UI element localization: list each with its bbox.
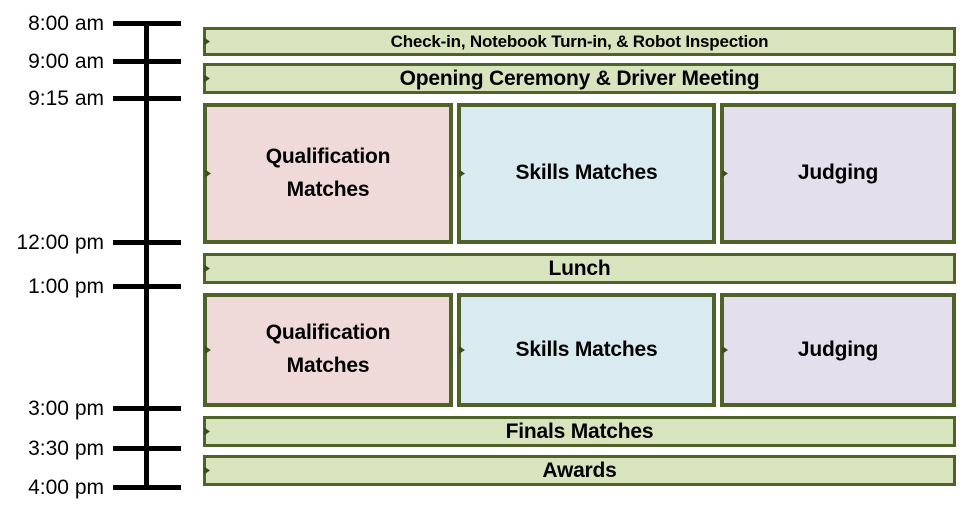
event-label: Opening Ceremony & Driver Meeting bbox=[399, 66, 760, 90]
event-label: Finals Matches bbox=[505, 419, 654, 443]
time-label: 1:00 pm bbox=[28, 275, 104, 298]
timeline-tick bbox=[113, 406, 181, 411]
time-label: 3:00 pm bbox=[28, 397, 104, 420]
timeline-tick bbox=[113, 446, 181, 451]
event-block-qualification-am: Qualification Matches bbox=[203, 103, 453, 244]
time-label: 8:00 am bbox=[28, 12, 104, 35]
event-bar-finals: Finals Matches bbox=[203, 416, 956, 447]
event-block-skills-am: Skills Matches bbox=[457, 103, 716, 244]
event-label: Skills Matches bbox=[515, 337, 658, 361]
event-label: Judging bbox=[797, 161, 879, 185]
event-label: Qualification Matches bbox=[265, 321, 391, 377]
timeline-tick bbox=[113, 240, 181, 245]
time-label: 9:15 am bbox=[28, 87, 104, 110]
event-block-skills-pm: Skills Matches bbox=[457, 293, 716, 407]
event-bar-checkin: Check-in, Notebook Turn-in, & Robot Insp… bbox=[203, 27, 956, 56]
time-label: 3:30 pm bbox=[28, 437, 104, 460]
timeline-tick bbox=[113, 96, 181, 101]
event-label: Lunch bbox=[548, 256, 611, 280]
time-label: 9:00 am bbox=[28, 50, 104, 73]
event-label: Check-in, Notebook Turn-in, & Robot Insp… bbox=[390, 31, 769, 51]
timeline-axis bbox=[144, 22, 149, 490]
event-block-qualification-pm: Qualification Matches bbox=[203, 293, 453, 407]
time-label: 4:00 pm bbox=[28, 476, 104, 499]
event-label: Qualification Matches bbox=[265, 144, 391, 201]
event-bar-awards: Awards bbox=[203, 455, 956, 486]
timeline-tick bbox=[113, 284, 181, 289]
time-label: 12:00 pm bbox=[16, 231, 104, 254]
timeline-tick bbox=[113, 21, 181, 26]
event-label: Skills Matches bbox=[515, 161, 658, 185]
event-bar-lunch: Lunch bbox=[203, 253, 956, 284]
event-label: Judging bbox=[797, 337, 879, 361]
event-bar-opening: Opening Ceremony & Driver Meeting bbox=[203, 63, 956, 94]
timeline-tick bbox=[113, 485, 181, 490]
event-block-judging-pm: Judging bbox=[720, 293, 956, 407]
timeline-tick bbox=[113, 59, 181, 64]
event-label: Awards bbox=[542, 458, 617, 482]
event-block-judging-am: Judging bbox=[720, 103, 956, 244]
